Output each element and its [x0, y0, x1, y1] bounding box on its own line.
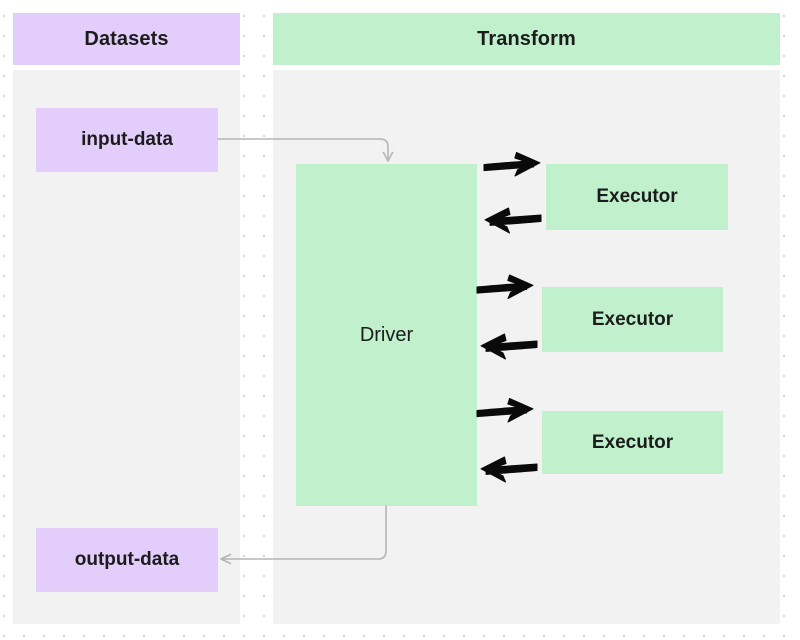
node-input-data[interactable]: input-data	[36, 108, 218, 172]
group-title-datasets: Datasets	[84, 27, 169, 50]
group-header-transform[interactable]: Transform	[273, 13, 780, 65]
node-label-executor-2: Executor	[591, 308, 674, 330]
node-executor-1[interactable]: Executor	[546, 164, 728, 230]
node-label-driver: Driver	[359, 323, 414, 346]
node-label-executor-1: Executor	[596, 186, 678, 207]
node-label-output-data: output-data	[74, 549, 180, 570]
node-label-input-data: input-data	[81, 129, 173, 150]
node-executor-3[interactable]: Executor	[542, 411, 723, 474]
group-header-datasets[interactable]: Datasets	[13, 13, 240, 65]
group-title-transform: Transform	[477, 27, 576, 50]
node-driver[interactable]: Driver	[296, 164, 477, 506]
node-label-executor-3: Executor	[591, 431, 674, 453]
node-executor-2[interactable]: Executor	[542, 287, 723, 352]
node-output-data[interactable]: output-data	[36, 528, 218, 592]
